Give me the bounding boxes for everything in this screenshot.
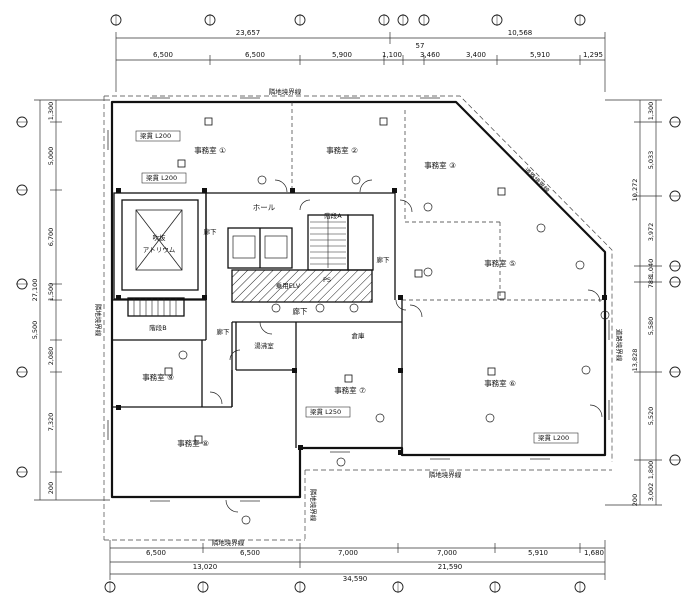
room-label-atrium-sub: アトリウム xyxy=(143,246,176,254)
dimension-lines xyxy=(34,32,662,580)
dim-right-seg: 200 xyxy=(631,494,639,506)
dim-right-seg: 1,800 xyxy=(647,461,655,480)
label-boundary-bottom-left: 隣地境界線 xyxy=(212,538,245,547)
room-label-office-9: 事務室 ⑨ xyxy=(142,372,174,382)
dim-right-seg: 5,033 xyxy=(647,151,655,170)
dim-right-seg: 13,828 xyxy=(631,349,639,372)
room-label-corridor-right: 廊下 xyxy=(377,255,391,264)
dim-left-seg: 6,700 xyxy=(47,228,55,247)
dim-bottom-seg: 6,500 xyxy=(146,549,166,557)
dim-right-seg: 3,002 xyxy=(647,483,655,502)
partition-lines xyxy=(291,102,605,301)
dim-top-seg: 3,400 xyxy=(466,51,486,59)
room-label-office-2: 事務室 ② xyxy=(326,145,358,155)
structural-core xyxy=(231,269,373,303)
dim-left-seg: 5,000 xyxy=(47,147,55,166)
site-boundary-lines xyxy=(103,95,613,541)
note-ceiling-1: 梁貫 L200 xyxy=(140,131,171,140)
dim-left-seg: 2,080 xyxy=(47,347,55,366)
label-boundary-left: 隣地境界線 xyxy=(94,304,103,337)
room-label-corridor: 廊下 xyxy=(293,306,308,316)
room-label-office-7: 事務室 ⑦ xyxy=(334,385,366,395)
label-boundary-bottom-right: 隣地境界線 xyxy=(429,470,462,479)
room-label-stair-a: 階段A xyxy=(324,211,342,220)
dim-right-seg: 10,272 xyxy=(631,179,639,202)
room-label-hall: ホール xyxy=(253,203,276,212)
dim-bottom-total: 34,590 xyxy=(343,575,368,583)
note-ceiling-3: 梁貫 L250 xyxy=(310,407,341,416)
elevator-cars xyxy=(232,235,288,259)
stair-a xyxy=(310,218,346,268)
grid-marker-ticks xyxy=(16,14,681,593)
dim-top-total: 23,657 xyxy=(236,29,261,37)
atrium-void xyxy=(135,209,183,271)
interior-walls xyxy=(112,192,403,455)
note-box xyxy=(533,432,579,444)
room-label-office-5: 事務室 ⑤ xyxy=(484,258,516,268)
note-ceiling-4: 梁貫 L200 xyxy=(538,433,569,442)
room-label-stair-b: 階段B xyxy=(149,323,166,332)
dim-top-seg: 3,460 xyxy=(420,51,440,59)
dim-right-seg: 3,972 xyxy=(647,223,655,242)
room-label-corridor-left: 廊下 xyxy=(204,227,218,236)
dim-right-seg: 788 xyxy=(647,276,655,288)
dim-top-seg: 6,500 xyxy=(153,51,173,59)
note-box xyxy=(135,130,181,142)
dim-right-seg: 5,580 xyxy=(647,317,655,336)
room-label-corridor-mid: 廊下 xyxy=(217,327,231,336)
dim-bottom-seg: 7,000 xyxy=(437,549,457,557)
dim-left-seg: 1,300 xyxy=(47,102,55,121)
room-label-ps: PS xyxy=(323,276,331,284)
room-label-warehouse: 倉庫 xyxy=(352,331,366,340)
dim-left-seg: 5,500 xyxy=(31,321,39,340)
room-label-atrium: 吹抜 xyxy=(153,233,167,242)
dim-top-seg: 5,900 xyxy=(332,51,352,59)
dim-left-total: 27,100 xyxy=(31,279,39,302)
dim-left-seg: 7,320 xyxy=(47,413,55,432)
dim-bottom-seg: 6,500 xyxy=(240,549,260,557)
room-label-office-6: 事務室 ⑥ xyxy=(484,378,516,388)
dim-right-seg: 5,520 xyxy=(647,407,655,426)
dim-right-seg: 1,300 xyxy=(647,102,655,121)
dim-top-seg: 1,100 xyxy=(382,51,402,59)
dim-right-seg: 1,040 xyxy=(647,259,655,278)
equipment-symbols xyxy=(164,117,506,444)
dim-top-seg: 1,295 xyxy=(583,51,603,59)
label-boundary-bottom-vert: 隣地境界線 xyxy=(309,489,318,522)
dim-bottom-seg: 7,000 xyxy=(338,549,358,557)
dim-top-seg: 6,500 xyxy=(245,51,265,59)
dim-left-seg: 200 xyxy=(47,482,55,494)
dim-left-seg: 1,500 xyxy=(47,283,55,302)
window-marks xyxy=(107,97,610,502)
room-label-elevator: 乗用ELV xyxy=(276,281,301,290)
door-swings xyxy=(209,179,603,513)
dim-bottom-sub: 21,590 xyxy=(438,563,463,571)
room-label-office-3: 事務室 ③ xyxy=(424,160,456,170)
note-box xyxy=(305,406,351,418)
dim-bottom-seg: 5,910 xyxy=(528,549,548,557)
label-road-right: 道路境界線 xyxy=(615,329,624,362)
service-symbols xyxy=(178,175,610,525)
room-label-office-1: 事務室 ① xyxy=(194,145,226,155)
note-ceiling-2: 梁貫 L200 xyxy=(146,173,177,182)
dim-top-right: 10,568 xyxy=(508,29,533,37)
note-box xyxy=(141,172,187,184)
dim-top-seg: 5,910 xyxy=(530,51,550,59)
room-label-office-8: 事務室 ⑧ xyxy=(177,438,209,448)
room-label-pantry: 湯沸室 xyxy=(254,341,274,350)
label-road-diagonal: 道路境界線 xyxy=(522,166,552,196)
stair-b xyxy=(133,298,177,316)
dim-top-mid: 57 xyxy=(416,42,425,50)
dim-bottom-seg: 1,680 xyxy=(584,549,604,557)
column-markers xyxy=(116,188,607,455)
label-boundary-top: 隣地境界線 xyxy=(269,87,302,96)
dim-bottom-sub: 13,020 xyxy=(193,563,218,571)
